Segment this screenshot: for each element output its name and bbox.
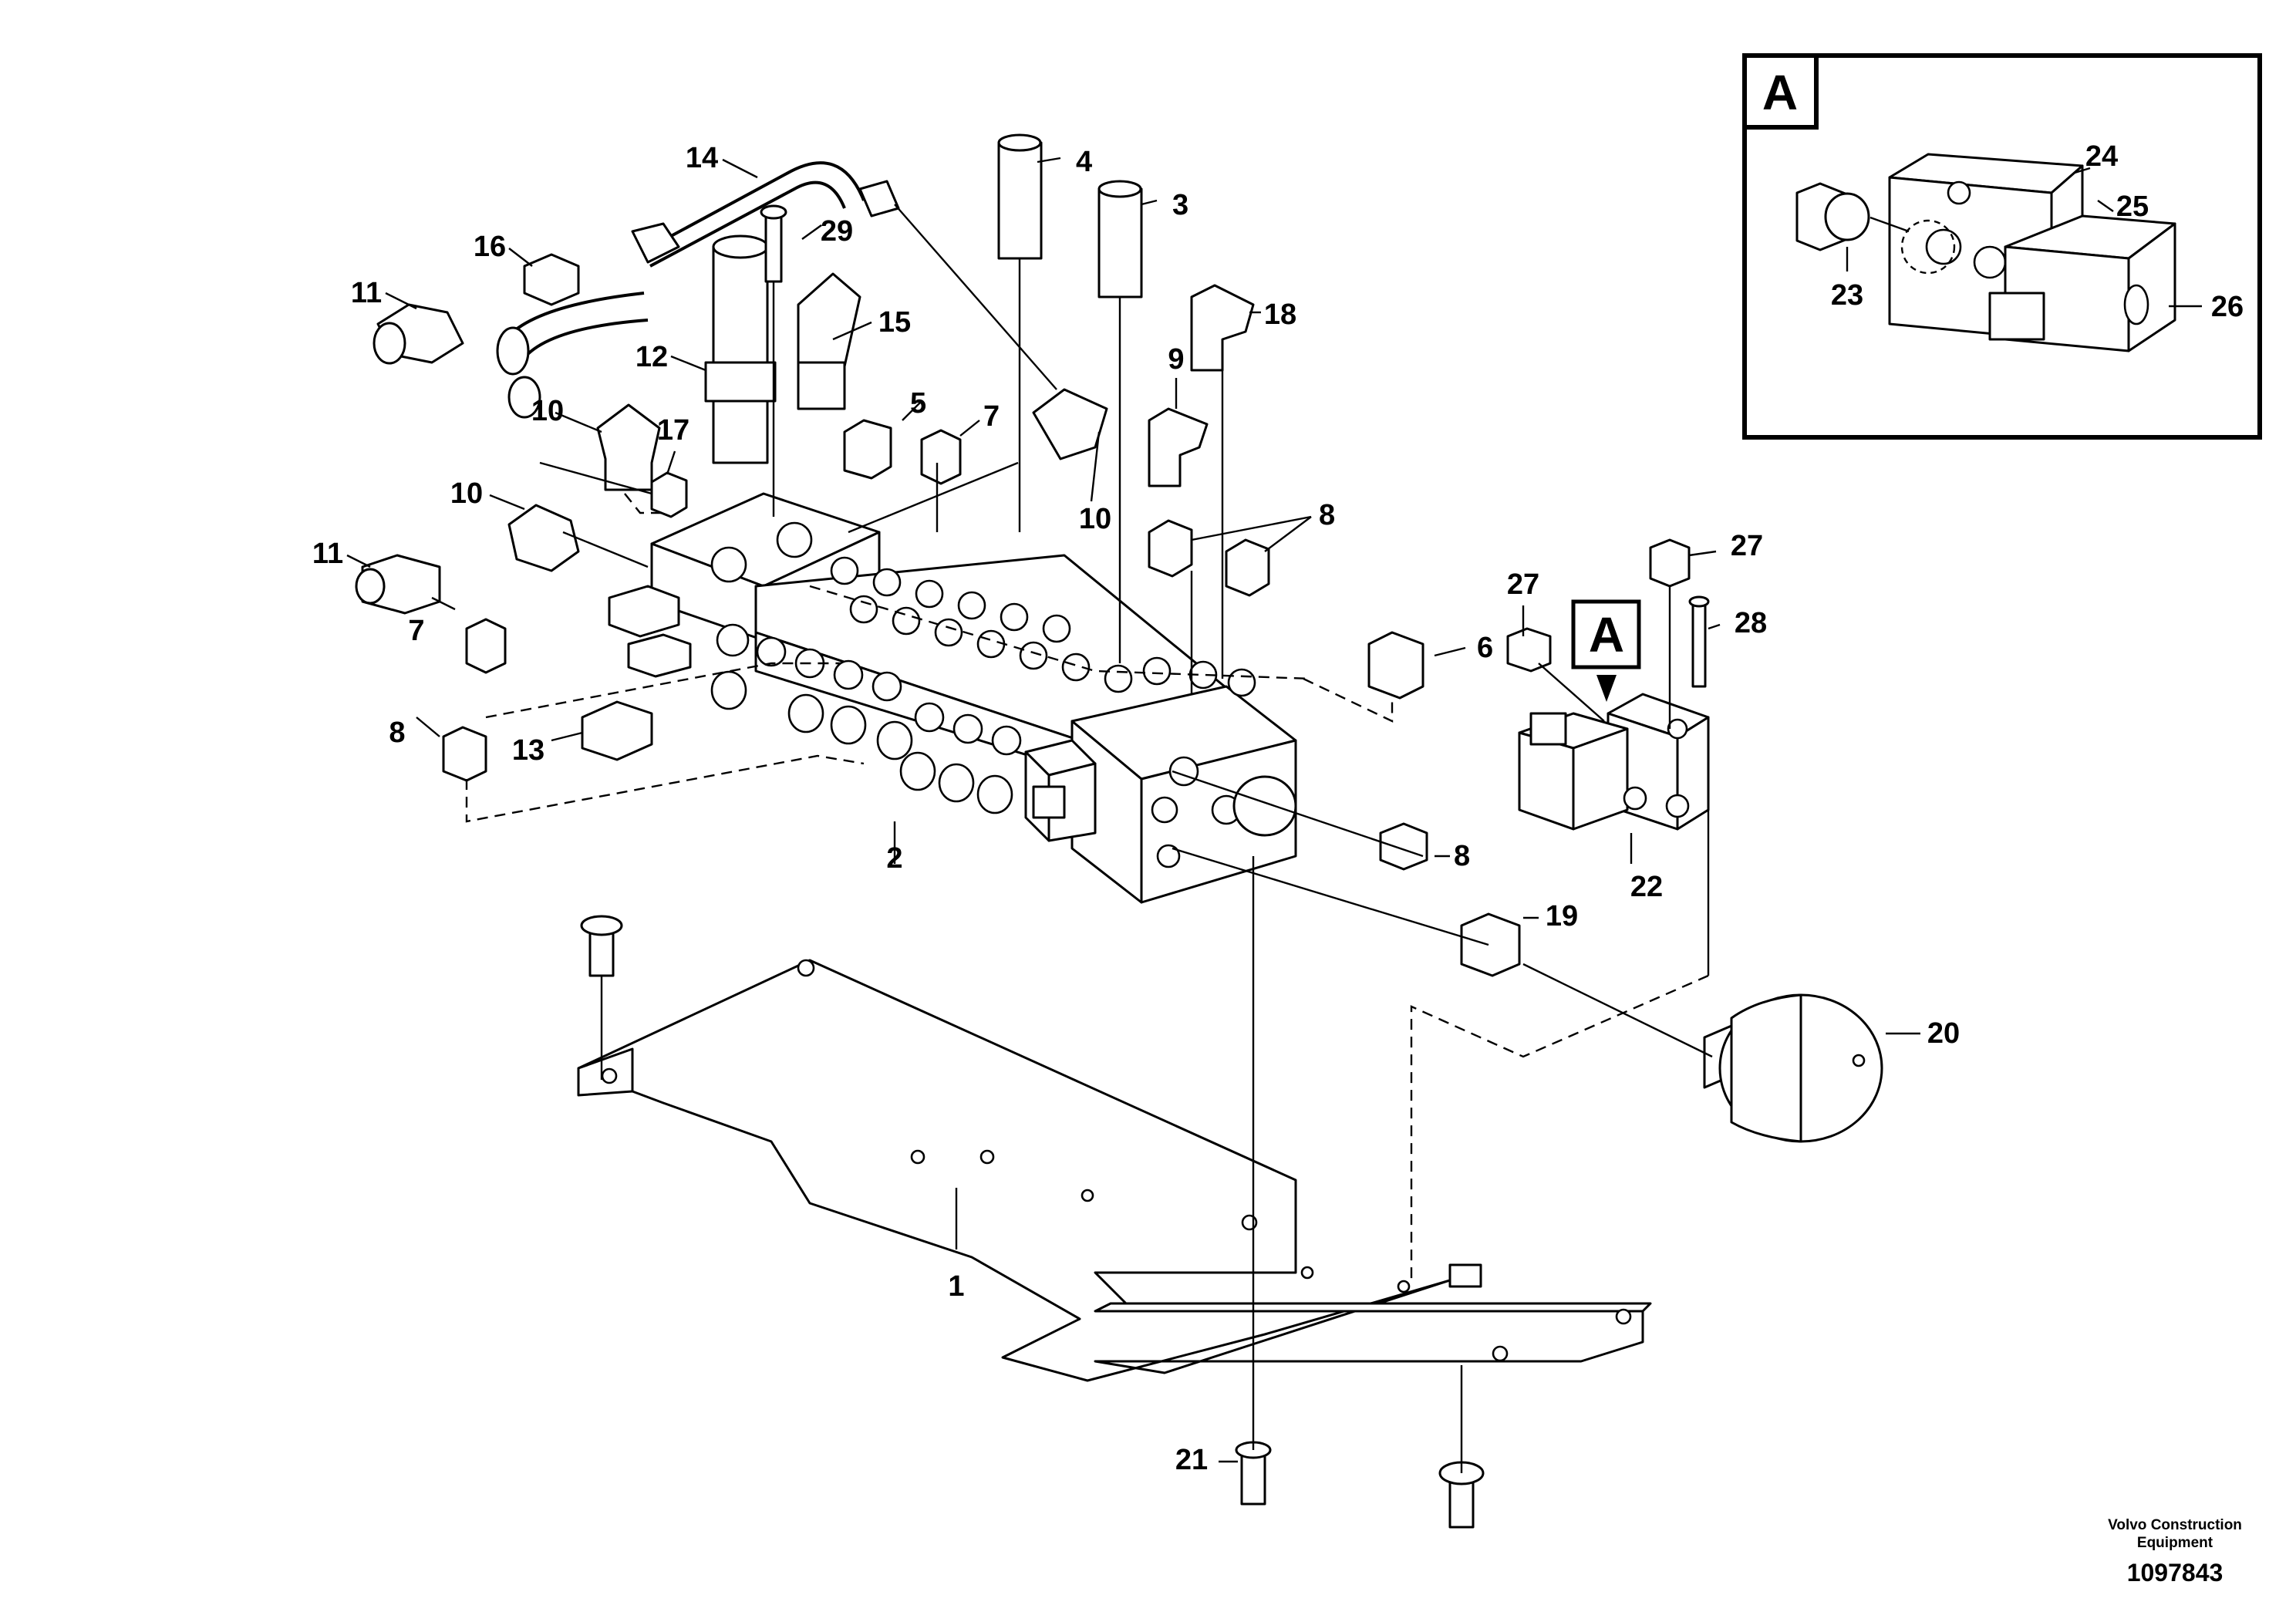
credit-line-1: Volvo Construction bbox=[2108, 1517, 2242, 1533]
callout-26: 26 bbox=[2211, 291, 2244, 323]
callout-13: 13 bbox=[512, 734, 544, 767]
callout-16: 16 bbox=[474, 231, 506, 263]
callout-10-top: 10 bbox=[531, 395, 564, 427]
credit-line-2: Equipment bbox=[2137, 1535, 2213, 1551]
callout-12: 12 bbox=[636, 341, 668, 373]
callout-3: 3 bbox=[1172, 189, 1188, 221]
footer: Volvo Construction Equipment 1097843 bbox=[2108, 1517, 2242, 1587]
callout-29: 29 bbox=[821, 215, 853, 248]
callout-20: 20 bbox=[1927, 1017, 1960, 1050]
callout-14: 14 bbox=[686, 142, 718, 174]
callout-1: 1 bbox=[948, 1270, 964, 1303]
callout-9: 9 bbox=[1168, 343, 1184, 376]
callout-8-right: 8 bbox=[1454, 840, 1470, 872]
callout-labels: 1 2 3 4 5 6 7 7 8 8 8 9 10 10 10 11 11 1… bbox=[312, 140, 2244, 1476]
callout-8-pair: 8 bbox=[1319, 499, 1335, 531]
detail-a-pointer-label: A bbox=[1589, 607, 1624, 663]
callout-7-top: 7 bbox=[983, 400, 1000, 433]
callout-27-right: 27 bbox=[1731, 530, 1763, 562]
callout-6: 6 bbox=[1477, 632, 1493, 664]
callout-8-left: 8 bbox=[389, 717, 405, 749]
callout-17: 17 bbox=[657, 414, 689, 447]
detail-a-label: A bbox=[1762, 65, 1798, 120]
callout-25: 25 bbox=[2116, 191, 2149, 223]
callout-24: 24 bbox=[2085, 140, 2118, 173]
callout-4: 4 bbox=[1076, 146, 1092, 178]
callout-5: 5 bbox=[910, 387, 926, 420]
callout-11-top: 11 bbox=[351, 277, 382, 309]
callout-15: 15 bbox=[878, 306, 911, 339]
control-valve-assembly bbox=[608, 492, 1297, 904]
mounting-bracket bbox=[577, 959, 1652, 1382]
callout-18: 18 bbox=[1264, 298, 1296, 331]
fittings-and-hoses: A bbox=[355, 133, 1883, 1529]
callout-2: 2 bbox=[886, 842, 902, 875]
leader-lines bbox=[346, 157, 1920, 1473]
callout-10-right: 10 bbox=[1079, 503, 1111, 535]
callout-10-left: 10 bbox=[450, 477, 483, 510]
callout-21: 21 bbox=[1175, 1444, 1208, 1476]
detail-a-inset: A bbox=[1742, 53, 2262, 440]
drawing-number: 1097843 bbox=[2127, 1559, 2224, 1587]
callout-7-left: 7 bbox=[408, 615, 424, 647]
callout-19: 19 bbox=[1546, 900, 1578, 932]
callout-22: 22 bbox=[1630, 871, 1663, 903]
callout-11-left: 11 bbox=[312, 538, 343, 570]
callout-23: 23 bbox=[1831, 279, 1863, 312]
callout-27-left: 27 bbox=[1507, 568, 1539, 601]
callout-28: 28 bbox=[1735, 607, 1767, 639]
